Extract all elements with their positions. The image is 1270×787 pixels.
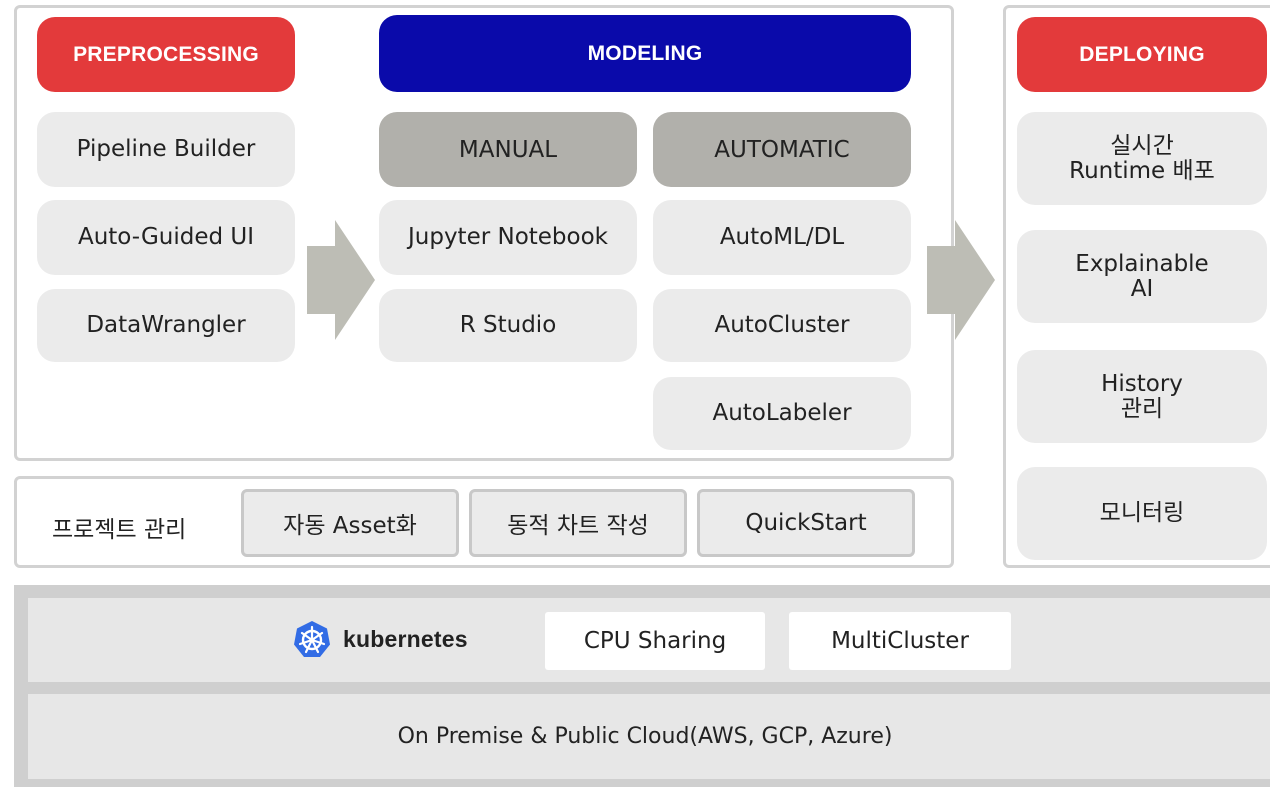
preprocessing-item-auto-guided-ui: Auto-Guided UI bbox=[37, 200, 295, 275]
manual-item-r-studio: R Studio bbox=[379, 289, 637, 362]
preprocessing-item-pipeline-builder: Pipeline Builder bbox=[37, 112, 295, 187]
kubernetes-logo: kubernetes bbox=[293, 619, 468, 659]
modeling-header: MODELING bbox=[379, 15, 911, 92]
deploying-item-realtime-runtime: 실시간 Runtime 배포 bbox=[1017, 112, 1267, 205]
deploying-item-explainable-ai: Explainable AI bbox=[1017, 230, 1267, 323]
deploying-item-monitoring: 모니터링 bbox=[1017, 467, 1267, 560]
preprocessing-item-datawrangler: DataWrangler bbox=[37, 289, 295, 362]
automatic-item-autocluster: AutoCluster bbox=[653, 289, 911, 362]
project-tool-auto-asset: 자동 Asset화 bbox=[241, 489, 459, 557]
feature-cpu-sharing: CPU Sharing bbox=[545, 612, 765, 670]
flow-arrow-icon bbox=[927, 220, 995, 340]
automatic-item-automl-dl: AutoML/DL bbox=[653, 200, 911, 275]
project-tool-quickstart: QuickStart bbox=[697, 489, 915, 557]
kubernetes-label: kubernetes bbox=[343, 625, 468, 652]
automatic-subheader: AUTOMATIC bbox=[653, 112, 911, 187]
manual-subheader: MANUAL bbox=[379, 112, 637, 187]
preprocessing-header: PREPROCESSING bbox=[37, 17, 295, 92]
manual-item-jupyter-notebook: Jupyter Notebook bbox=[379, 200, 637, 275]
project-label: 프로젝트 관리 bbox=[52, 517, 187, 543]
automatic-item-autolabeler: AutoLabeler bbox=[653, 377, 911, 450]
kubernetes-helm-icon bbox=[294, 621, 330, 657]
cloud-label: On Premise & Public Cloud(AWS, GCP, Azur… bbox=[397, 724, 893, 749]
project-tool-dynamic-chart: 동적 차트 작성 bbox=[469, 489, 687, 557]
feature-multicluster: MultiCluster bbox=[789, 612, 1011, 670]
deploying-item-history: History 관리 bbox=[1017, 350, 1267, 443]
cloud-row bbox=[28, 694, 1270, 779]
flow-arrow-icon bbox=[307, 220, 375, 340]
deploying-header: DEPLOYING bbox=[1017, 17, 1267, 92]
